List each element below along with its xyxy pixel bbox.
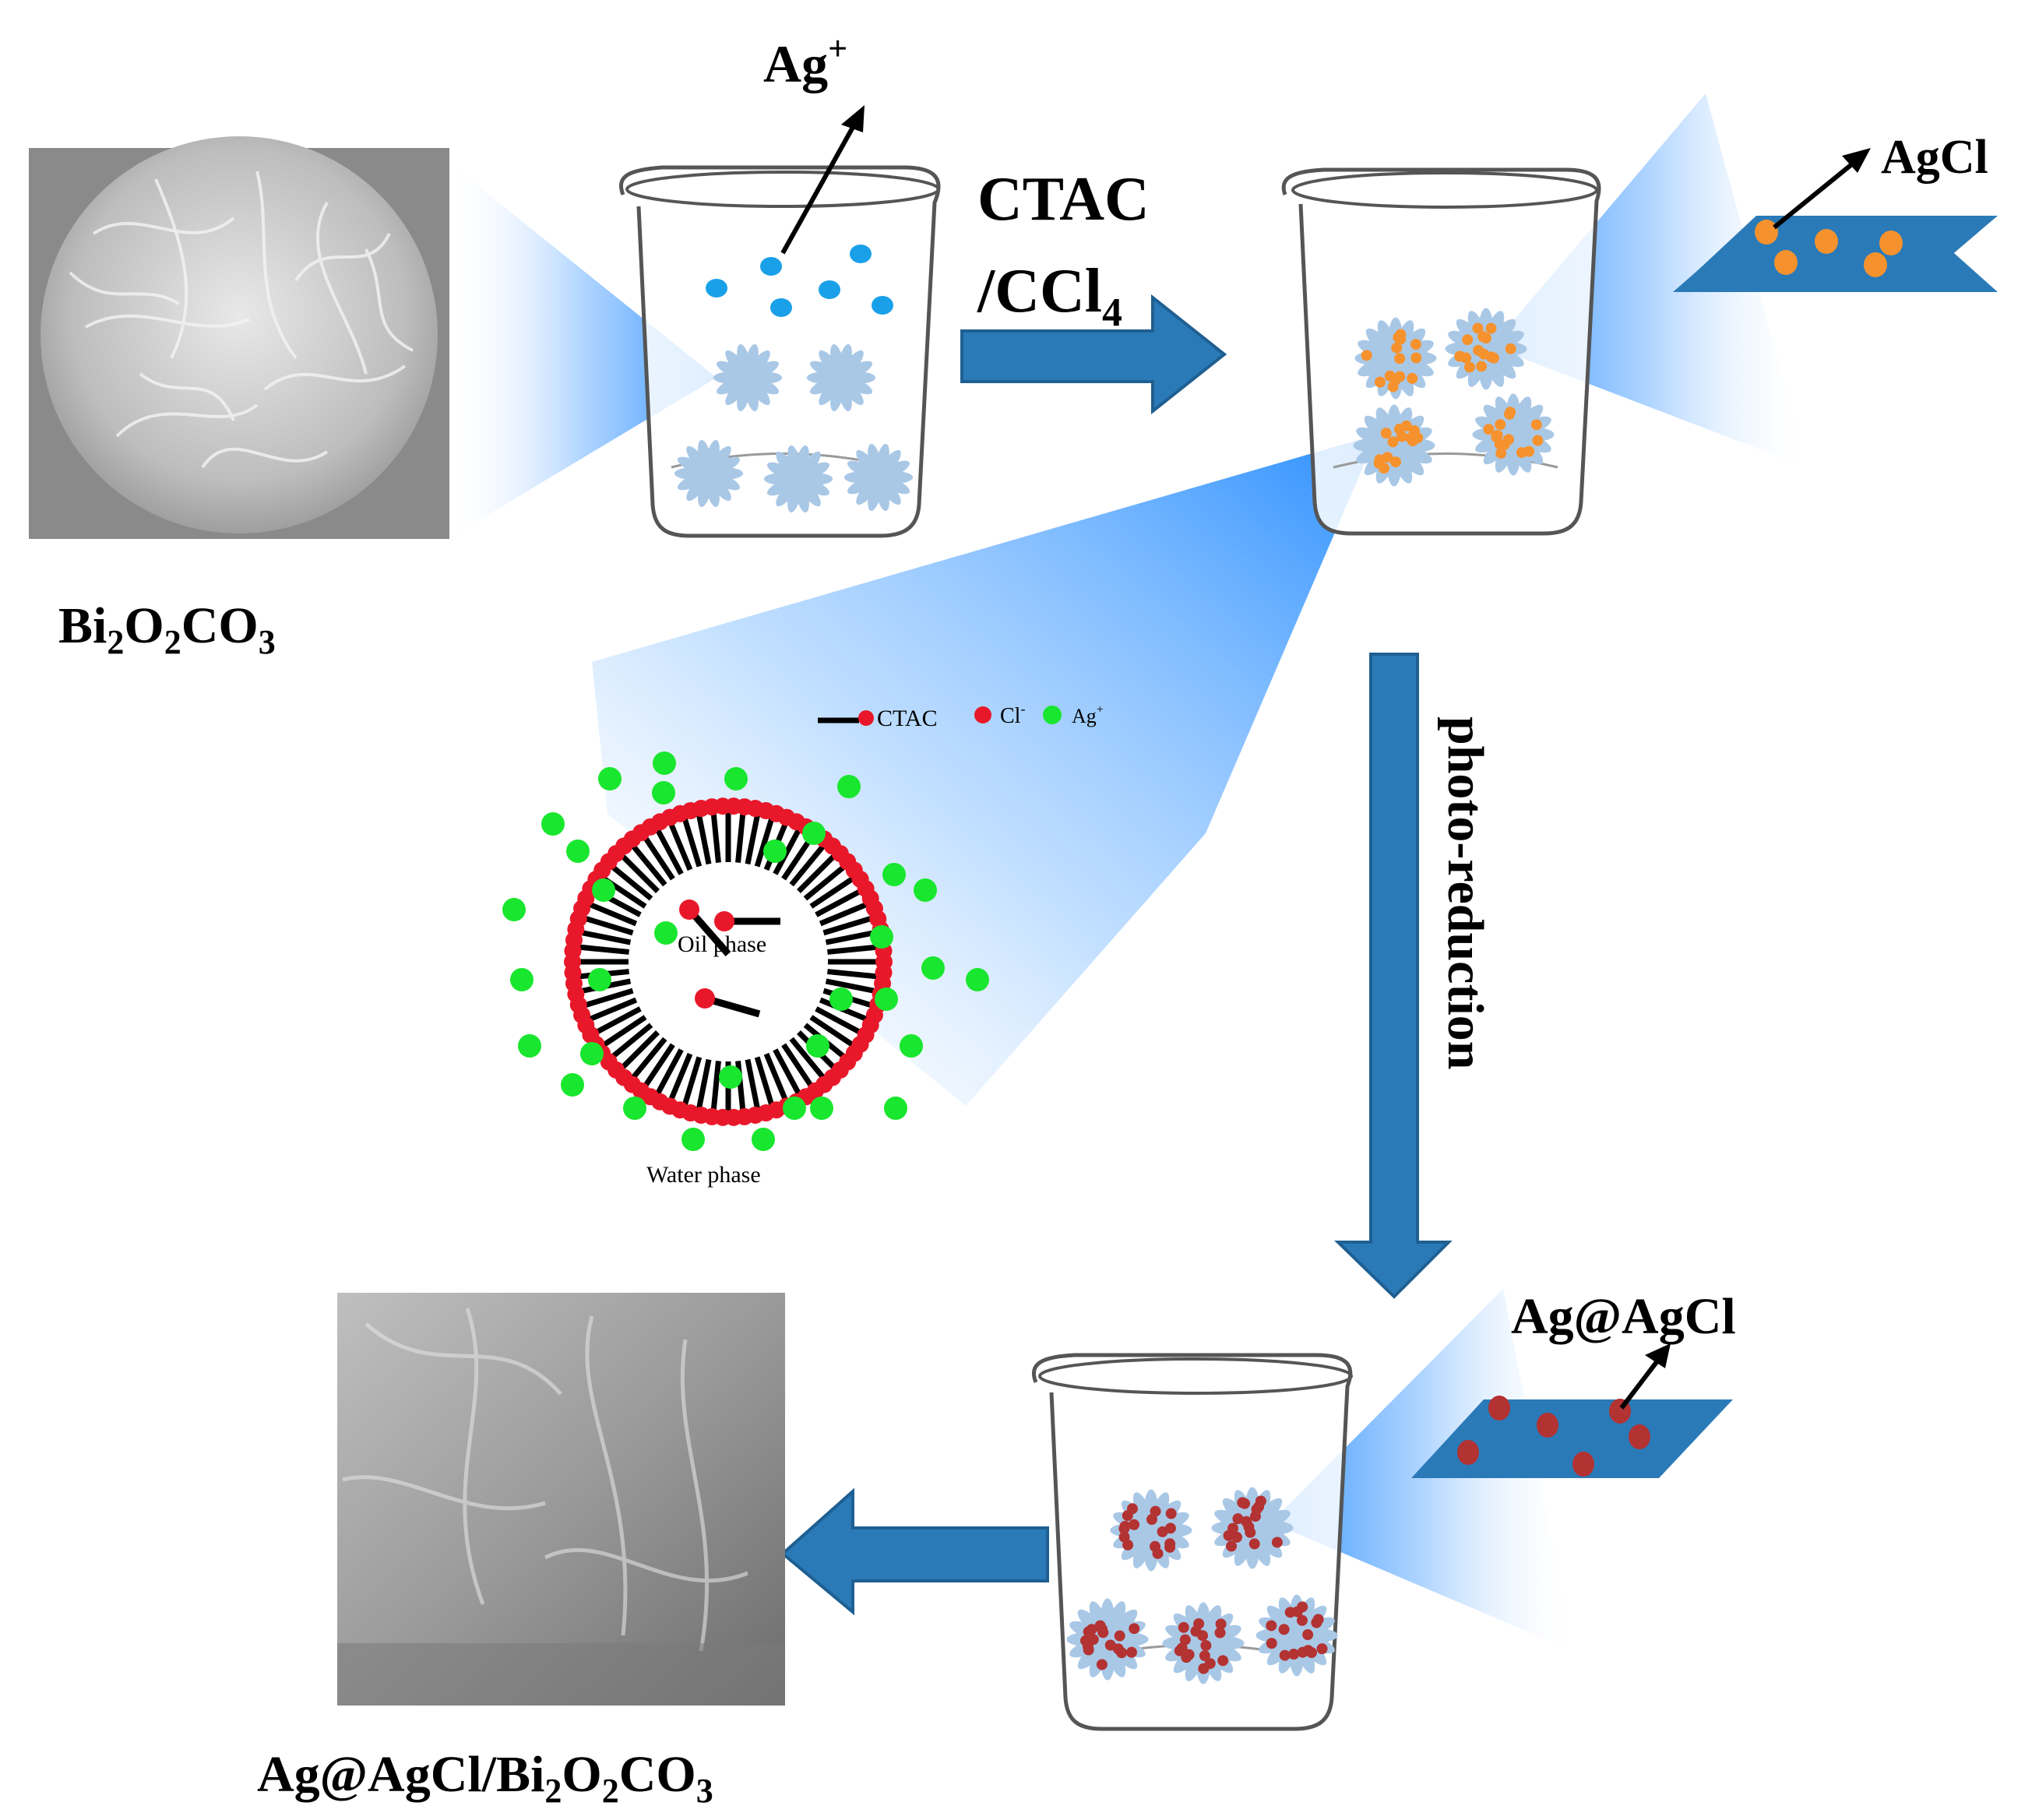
ccl4-label: /CCl4 xyxy=(977,257,1122,335)
agagcl-sheet-particles xyxy=(1457,1396,1650,1477)
ag-agcl-clusters-beaker3 xyxy=(1066,1487,1338,1684)
photo-reduction-label: photo-reduction xyxy=(1437,716,1494,1070)
flower xyxy=(674,439,744,508)
flower xyxy=(1472,393,1555,476)
flower xyxy=(713,343,783,412)
sem-image-ag-agcl-bi2o2co3 xyxy=(337,1293,785,1706)
flower xyxy=(1066,1598,1149,1681)
agcl-pointer-arrow xyxy=(1773,157,1859,230)
ag-ions xyxy=(706,245,893,317)
agcl-sheet-shape xyxy=(1673,216,1998,292)
legend-cl-label: Cl- xyxy=(1000,701,1025,728)
arrow-right-ctac[interactable] xyxy=(960,294,1227,415)
agagcl-pointer-arrow xyxy=(1619,1357,1661,1410)
ag-ion-arrowhead xyxy=(841,105,865,132)
legend: CTAC Cl- Ag+ xyxy=(818,701,1104,731)
arrow-down-photoreduction[interactable] xyxy=(1334,653,1453,1299)
agcl-arrowhead xyxy=(1842,148,1871,173)
agcl-clusters-beaker2 xyxy=(1353,308,1555,487)
oil-phase-label: Oil phase xyxy=(678,931,766,957)
beam-sem-to-beaker1 xyxy=(450,164,717,537)
legend-ctac-label: CTAC xyxy=(877,706,938,731)
bi2o2co3-flowers-beaker1 xyxy=(674,343,914,513)
ag-ion-pointer-arrow xyxy=(780,121,858,255)
beaker-2 xyxy=(1281,167,1601,536)
agcl-label: AgCl xyxy=(1881,131,1988,184)
agcl-sheet-particles xyxy=(1755,220,1903,277)
flower xyxy=(843,443,914,512)
ag-ion-label: Ag+ xyxy=(763,30,847,93)
ctac-label: CTAC xyxy=(977,165,1150,234)
agagcl-label: Ag@AgCl xyxy=(1511,1288,1736,1345)
agagcl-sheet xyxy=(1411,1399,1733,1478)
arrow-left-to-product[interactable] xyxy=(780,1487,1049,1616)
legend-ag-label: Ag+ xyxy=(1072,703,1104,727)
water-phase-label: Water phase xyxy=(646,1162,761,1188)
flower xyxy=(806,343,876,412)
bi2o2co3-label: Bi2O2CO3 xyxy=(58,597,276,661)
product-label: Ag@AgCl/Bi2O2CO3 xyxy=(257,1746,713,1810)
flower xyxy=(763,445,833,513)
sem-image-bi2o2co3 xyxy=(29,136,449,539)
agagcl-arrowhead xyxy=(1645,1343,1671,1368)
